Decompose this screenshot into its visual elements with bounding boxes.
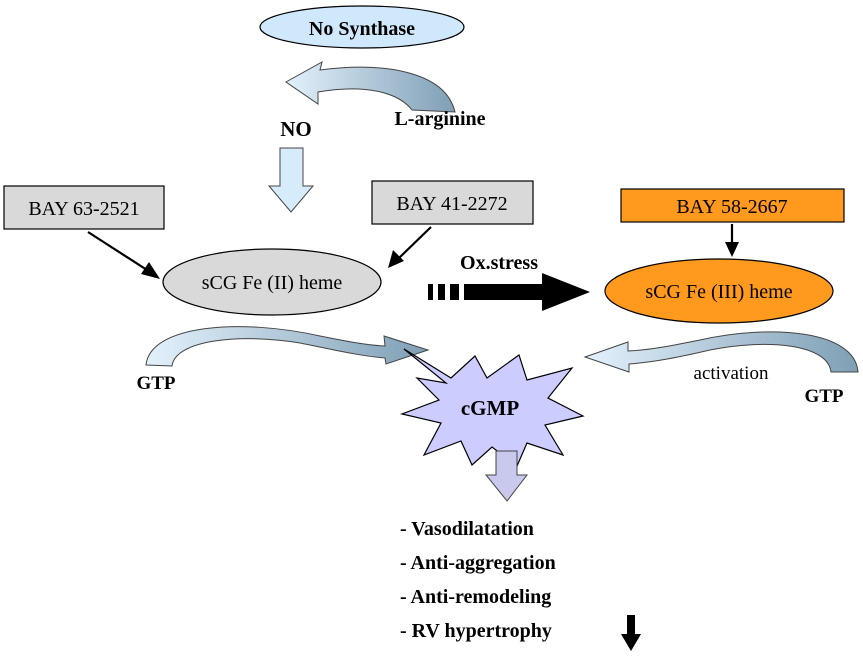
bay-41-2272-label: BAY 41-2272 [396, 193, 507, 215]
scg-fe2-heme-node: sCG Fe (II) heme [162, 248, 382, 316]
effect-item: - Anti-aggregation [400, 552, 556, 574]
cgmp-label: cGMP [461, 396, 519, 420]
cgmp-down-arrow [484, 450, 529, 502]
l-arginine-to-no-curved-arrow [285, 61, 456, 113]
no-label: NO [280, 117, 312, 141]
effect-item: - Vasodilatation [400, 518, 534, 540]
bay-58-arrow [725, 224, 739, 257]
bay-41-2272-box: BAY 41-2272 [371, 180, 534, 225]
no-synthase-node: No Synthase [259, 5, 465, 49]
gtp-left-label: GTP [136, 373, 175, 394]
bay-58-2667-label: BAY 58-2667 [676, 196, 787, 218]
no-down-arrow [267, 147, 315, 213]
left-gtp-curved-arrow [145, 326, 430, 367]
gtp-right-label: GTP [804, 386, 843, 407]
cgmp-node: cGMP [399, 348, 585, 467]
effect-item: - Anti-remodeling [400, 586, 551, 608]
ox-stress-label: Ox.stress [460, 252, 538, 274]
bay-41-arrow [388, 226, 432, 268]
effects-list: - Vasodilatation - Anti-aggregation - An… [400, 518, 556, 642]
right-gtp-curved-arrow [583, 331, 859, 373]
ox-stress-arrow [428, 273, 590, 311]
activation-label: activation [694, 363, 769, 384]
scg-fe2-heme-label: sCG Fe (II) heme [202, 272, 343, 294]
l-arginine-label: L-arginine [394, 108, 485, 130]
bay-63-2521-label: BAY 63-2521 [28, 198, 139, 220]
scg-fe3-heme-node: sCG Fe (III) heme [604, 258, 834, 324]
bay-63-2521-box: BAY 63-2521 [3, 185, 165, 230]
no-synthase-label: No Synthase [309, 18, 415, 40]
bay-58-2667-box: BAY 58-2667 [620, 188, 845, 223]
decrease-arrow-icon [621, 615, 641, 651]
bay-63-arrow [87, 231, 160, 279]
scg-fe3-heme-label: sCG Fe (III) heme [645, 281, 792, 303]
effect-item: - RV hypertrophy [400, 620, 552, 642]
